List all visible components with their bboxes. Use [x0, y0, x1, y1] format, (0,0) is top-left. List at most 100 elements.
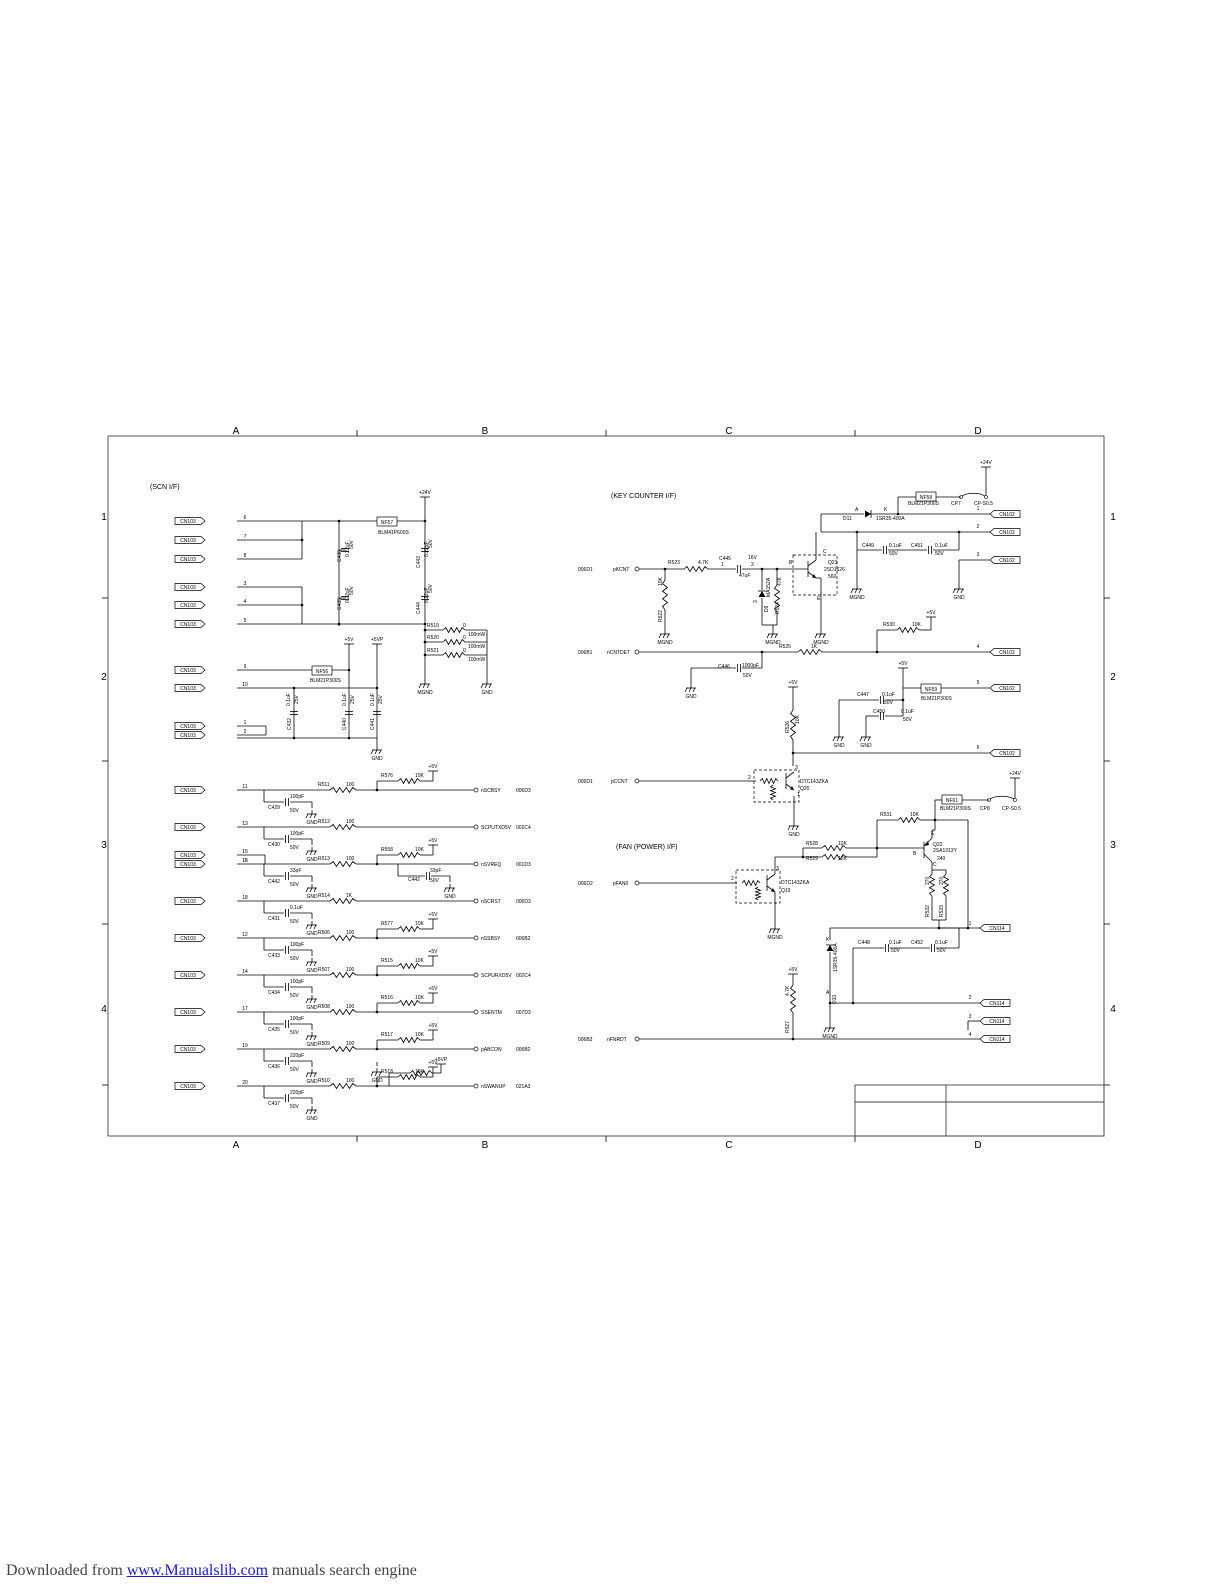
- sheet-reference: 006D1: [578, 779, 593, 785]
- section-title: (KEY COUNTER I/F): [611, 493, 676, 500]
- signal-name: nCNTDET: [607, 650, 630, 656]
- ferrite-filter: [915, 491, 937, 502]
- row-label-left: 1: [101, 512, 107, 523]
- wire: [313, 1072, 317, 1078]
- cap-volt: 50V: [290, 1030, 300, 1036]
- junction-dot: [791, 1037, 795, 1041]
- resistor-value: 1K: [811, 644, 818, 650]
- fuse-end: [984, 495, 988, 499]
- wire: [443, 887, 447, 893]
- signal-terminal: [473, 824, 479, 830]
- connector-label: CN103: [180, 1084, 196, 1090]
- ground-label: GND: [306, 857, 318, 863]
- connector-label: CN102: [999, 530, 1015, 536]
- resistor-ref: R577: [381, 921, 393, 927]
- cap-ref: C432: [287, 718, 293, 730]
- connector-shape: [174, 731, 206, 739]
- wire: [370, 1071, 374, 1077]
- part-label: BLM41P600S: [378, 530, 410, 536]
- connector-tag: CN114: [979, 1017, 1011, 1025]
- supply-label: +5V: [428, 838, 438, 844]
- pin-number: 16: [242, 858, 248, 864]
- wire: [956, 588, 960, 594]
- wire: [827, 1027, 831, 1033]
- wire: [451, 887, 455, 893]
- signal-name: pABCON: [481, 1047, 502, 1053]
- signal-name: nSCBSY: [481, 788, 501, 794]
- cap-ref: C449: [862, 543, 874, 549]
- title-block: [854, 1084, 1105, 1137]
- connector-label: CN103: [180, 686, 196, 692]
- pin-number: 14: [242, 969, 248, 975]
- supply-label: +5VP: [435, 1057, 448, 1063]
- connector-shape: [989, 556, 1021, 564]
- diode-pin: A: [826, 990, 830, 996]
- cap-ref: C442: [408, 877, 420, 883]
- signal-name: pFAN0: [613, 881, 629, 887]
- pin-number: 6: [977, 745, 980, 751]
- pin-number: 3: [977, 552, 980, 558]
- wire: [859, 736, 863, 742]
- fuse-ref: CP8: [980, 806, 990, 812]
- ferrite-filter: [376, 516, 398, 527]
- column-label-bottom: C: [725, 1140, 732, 1151]
- junction-dot: [423, 519, 427, 523]
- cap-value: 0.1uF: [882, 692, 895, 698]
- junction-dot: [300, 538, 304, 542]
- connector-label: CN102: [999, 512, 1015, 518]
- wire: [818, 633, 822, 639]
- resistor-value: 12K: [838, 841, 848, 847]
- wire: [309, 1035, 313, 1041]
- ground-label: MGND: [765, 640, 781, 646]
- footer-prefix: Downloaded from: [6, 1562, 127, 1579]
- resistor-rating: 100mW: [468, 632, 486, 638]
- connector-tag: CN103: [174, 555, 206, 563]
- wire: [305, 998, 309, 1004]
- pin-number: 8: [244, 553, 247, 559]
- cap-volt: 25V: [294, 694, 300, 704]
- ground-label: MGND: [849, 595, 865, 601]
- wire: [422, 683, 426, 689]
- supply-label: +5V: [428, 912, 438, 918]
- filter-label: NF59: [925, 687, 937, 693]
- cap-ref: C451: [911, 543, 923, 549]
- cap-ref: C444: [416, 602, 422, 614]
- cap-ref: C450: [873, 709, 885, 715]
- transistor-pin: E: [817, 596, 821, 602]
- wire: [309, 813, 313, 819]
- supply-label: +5V: [428, 1023, 438, 1029]
- diode: [758, 591, 766, 597]
- pin-number: 1: [969, 921, 972, 927]
- wire: [772, 928, 776, 934]
- transistor-package: [753, 769, 800, 803]
- connector-label: CN103: [180, 1010, 196, 1016]
- connector-shape: [174, 601, 206, 609]
- connector-label: CN103: [180, 603, 196, 609]
- connector-shape: [979, 999, 1011, 1007]
- cap-ref: C447: [857, 692, 869, 698]
- pin-number: 3: [753, 600, 759, 603]
- fuse-label: CP-S0.5: [974, 501, 993, 507]
- wire: [378, 749, 382, 755]
- manualslib-link[interactable]: www.Manualslib.com: [126, 1562, 269, 1579]
- resistor: [773, 584, 781, 613]
- signal-terminal: [634, 649, 640, 655]
- connector-tag: CN103: [174, 786, 206, 794]
- wire: [854, 588, 858, 594]
- resistor: [759, 777, 779, 785]
- resistor: [397, 851, 421, 859]
- connector-tag: CN103: [174, 517, 206, 525]
- connector-label: CN103: [180, 862, 196, 868]
- connector-shape: [174, 555, 206, 563]
- signal-name: nSSBSY: [481, 936, 501, 942]
- cap-ref: C436: [268, 1064, 280, 1070]
- connector-tag: CN103: [174, 971, 206, 979]
- connector-tag: CN103: [174, 823, 206, 831]
- pin-number: 3: [795, 765, 798, 771]
- connector-label: CN103: [180, 724, 196, 730]
- resistor-ref: R522: [658, 610, 664, 622]
- connector-label: CN103: [180, 557, 196, 563]
- wire: [313, 1109, 317, 1115]
- sheet-reference: 007D3: [516, 1010, 531, 1016]
